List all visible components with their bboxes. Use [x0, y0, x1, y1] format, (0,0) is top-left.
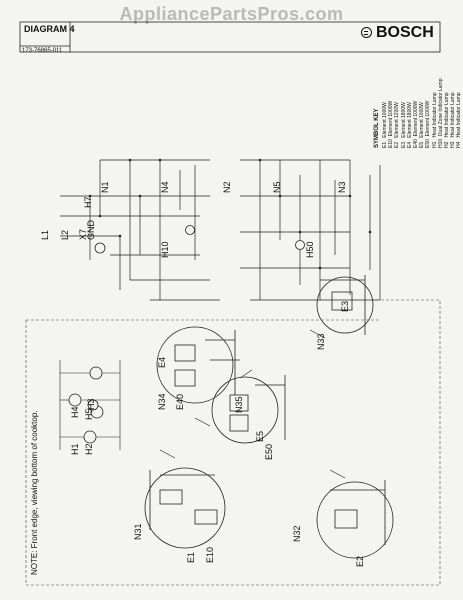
limiter-label-n34: N34	[157, 393, 167, 410]
element-label-e4: E4	[157, 356, 167, 368]
lamp-label-h5: H5	[84, 408, 94, 420]
orientation-note: NOTE: Front edge, viewing bottom of cook…	[30, 410, 39, 575]
part-number: 173-76865-011	[22, 48, 63, 54]
terminal-label-l2: L2	[60, 229, 70, 240]
element-label-e40: E40	[175, 393, 185, 410]
terminal-label-gnd: GND	[86, 220, 96, 240]
terminal-dots	[88, 158, 372, 270]
watermark: AppliancePartsPros.com	[119, 4, 344, 24]
limiter-label-n32: N32	[292, 525, 302, 542]
lamp-label-h4: H4	[70, 406, 80, 418]
lamp-label-h2: H2	[84, 443, 94, 455]
lamp-label-h1: H1	[70, 443, 80, 455]
lamp-label-h50: H50	[305, 241, 315, 258]
regulator-label-n5: N5	[272, 181, 282, 193]
lamp-wires	[59, 360, 121, 450]
limiter-contacts	[159, 329, 346, 479]
element-label-e10: E10	[205, 546, 215, 563]
symbol-key-title: SYMBOL KEY	[374, 108, 380, 148]
burner-e3	[316, 275, 374, 335]
limiter-label-n35: N35	[234, 396, 244, 413]
burner-e5-e50	[211, 375, 286, 444]
limiter-label-n33: N33	[316, 333, 326, 350]
burner-e2	[316, 480, 394, 559]
lamp-label-h10: H10	[160, 241, 170, 258]
regulator-label-n4: N4	[160, 181, 170, 193]
regulator-label-n2: N2	[222, 181, 232, 193]
element-label-e50: E50	[264, 443, 274, 460]
terminal-label-l1: L1	[40, 229, 50, 240]
regulator-label-n3: N3	[337, 181, 347, 193]
diagram-title: DIAGRAM 4	[22, 24, 77, 34]
element-label-e3: E3	[340, 300, 350, 312]
heat-indicator-lamps	[68, 366, 104, 444]
indicator-lamps	[94, 225, 305, 254]
brand-name: BOSCH	[376, 24, 434, 41]
wiring-network	[60, 159, 381, 301]
burner-e4-e40	[156, 326, 240, 404]
lamp-label-h7: H7	[83, 196, 93, 208]
regulator-label-n1: N1	[100, 181, 110, 193]
bosch-logo-icon	[361, 27, 372, 38]
burner-e1	[144, 467, 226, 549]
element-label-e5: E5	[255, 430, 265, 442]
element-label-e2: E2	[355, 555, 365, 567]
header-frame	[19, 21, 441, 53]
element-label-e1: E1	[186, 551, 196, 563]
limiter-label-n31: N31	[133, 523, 143, 540]
